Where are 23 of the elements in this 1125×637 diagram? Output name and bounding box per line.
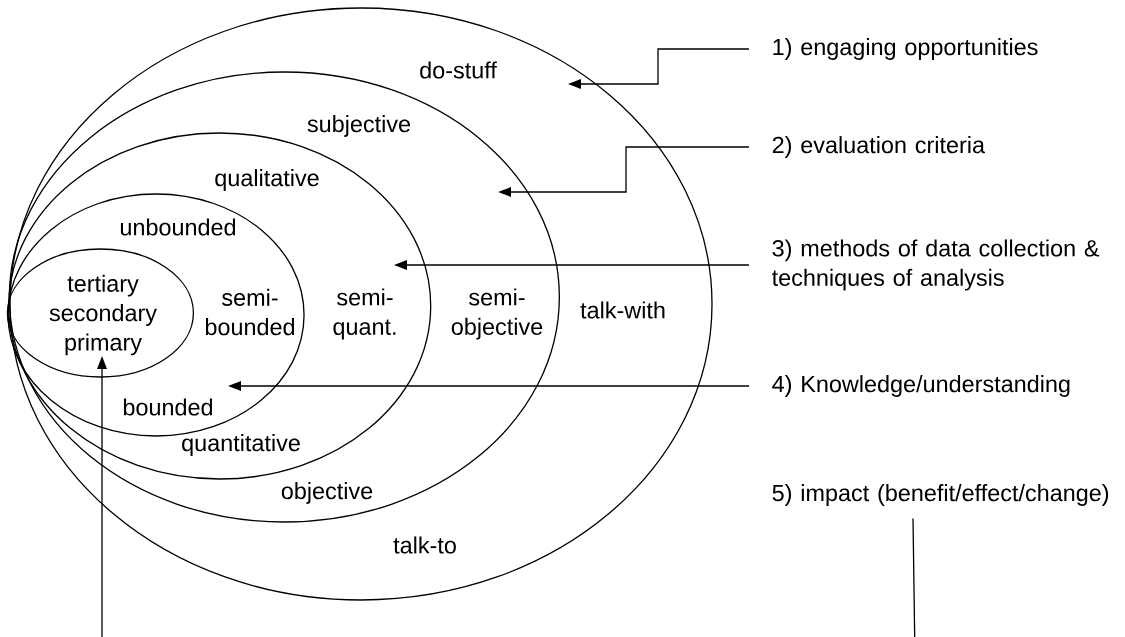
ring-label: talk-with [580, 301, 665, 319]
callout-text: 1) engaging opportunities [773, 38, 1038, 60]
callout-text: 2) evaluation criteria [772, 136, 985, 158]
ring-label: qualitative [215, 169, 319, 191]
ring-label: unbounded [120, 218, 236, 236]
ring-label: quantitative [182, 434, 300, 456]
arrow [97, 356, 916, 637]
arrow [568, 48, 750, 89]
ring-label: objective [281, 482, 373, 504]
ring-label: semi-bounded [205, 288, 295, 336]
ring-label: do-stuff [420, 61, 497, 79]
arrow [498, 146, 750, 197]
arrow [394, 260, 750, 270]
callout-text: 4) Knowledge/understanding [772, 375, 1070, 397]
callout-text: 3) methods of data collection & techniques of analysis [772, 239, 1100, 291]
ring-label: semi-objective [451, 288, 543, 340]
ring-label: tertiary secondary primary [49, 274, 157, 356]
ring-label: semi-quant. [333, 288, 396, 340]
ring-label: subjective [307, 115, 410, 137]
arrow [228, 381, 750, 391]
ring-label: talk-to [393, 536, 456, 554]
callout-text: 5) impact (benefit/effect/change) [772, 484, 1109, 506]
ring-label: bounded [123, 398, 213, 416]
